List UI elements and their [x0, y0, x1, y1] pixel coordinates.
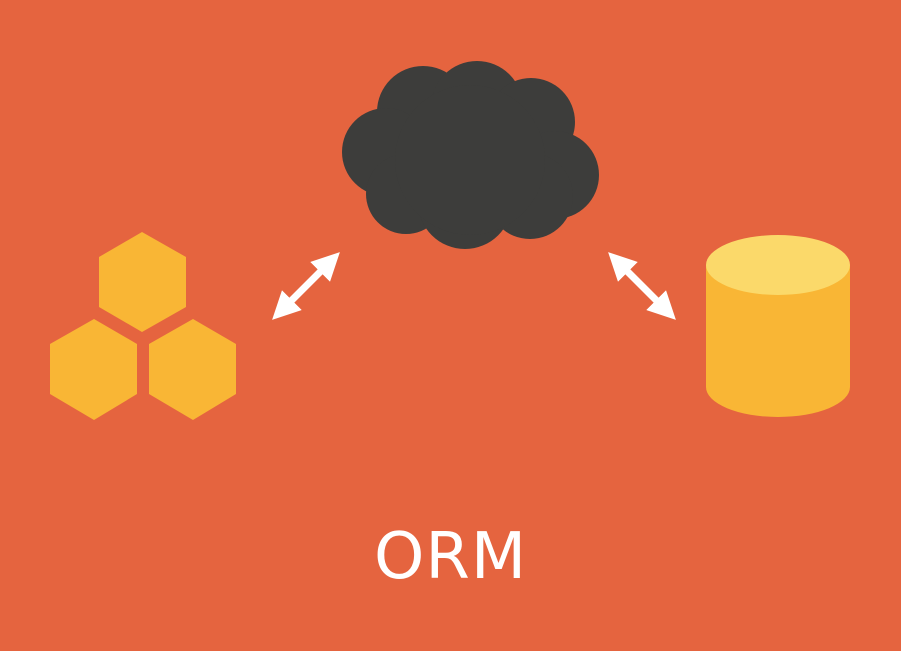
- double-arrow-right-icon: [608, 252, 676, 320]
- hexagon-bottom-right: [149, 319, 236, 420]
- cloud-icon: [342, 61, 599, 249]
- hexagon-cluster-icon: [50, 232, 236, 420]
- hexagon-top: [99, 232, 186, 332]
- database-cylinder-icon: [706, 235, 850, 417]
- diagram-title: ORM: [373, 520, 528, 594]
- double-arrow-left-icon: [272, 252, 340, 320]
- hexagon-bottom-left: [50, 319, 137, 420]
